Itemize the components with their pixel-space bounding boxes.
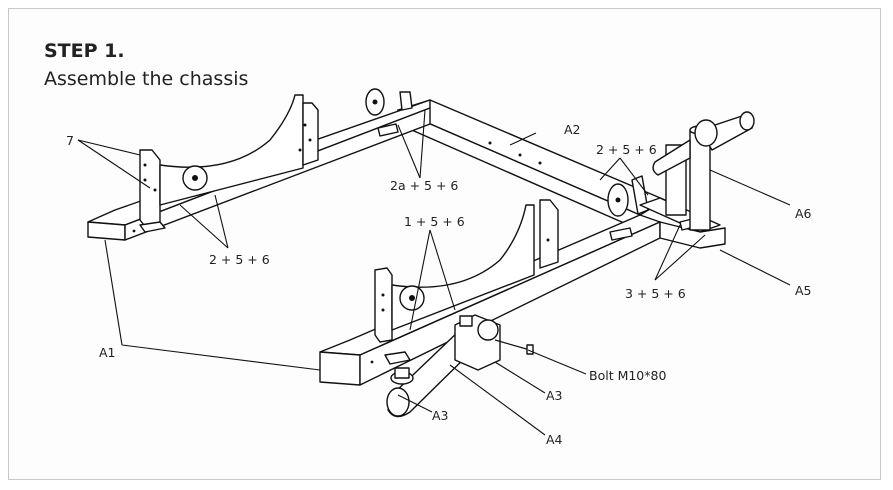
callout-a4: A4: [546, 432, 563, 447]
bolt-m10x80: [494, 339, 534, 355]
step-title: STEP 1.: [44, 40, 125, 62]
step-subtitle: Assemble the chassis: [44, 68, 249, 90]
callout-3-5-6: 3 + 5 + 6: [625, 286, 686, 301]
callout-a6: A6: [795, 206, 812, 221]
callout-2-5-6-left: 2 + 5 + 6: [209, 252, 270, 267]
callout-7: 7: [66, 133, 74, 148]
callout-a5: A5: [795, 283, 812, 298]
callout-2a-5-6: 2a + 5 + 6: [390, 178, 458, 193]
seat-bracket-front: [374, 199, 559, 365]
callout-a1: A1: [99, 345, 116, 360]
callout-1-5-6: 1 + 5 + 6: [404, 214, 465, 229]
callout-bolt: Bolt M10*80: [589, 368, 666, 383]
callout-a2: A2: [564, 122, 581, 137]
diagram-panel: [8, 8, 881, 480]
clamp-a3: [454, 314, 501, 371]
callout-a3-right: A3: [546, 388, 563, 403]
seat-bracket-back-left: [139, 94, 319, 233]
callout-2-5-6-top: 2 + 5 + 6: [596, 142, 657, 157]
callout-a3-left: A3: [432, 408, 449, 423]
leader-lines: [77, 109, 791, 436]
joint-2a: [365, 88, 413, 137]
post-a6: [652, 111, 755, 231]
